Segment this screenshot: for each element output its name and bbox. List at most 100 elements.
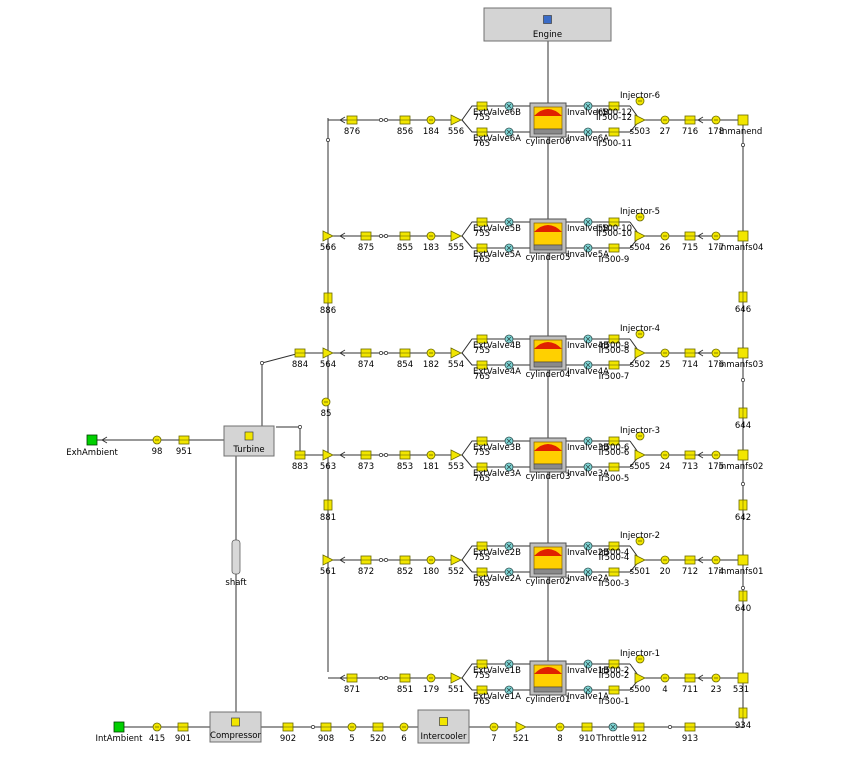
int-valve-b-5[interactable]	[583, 243, 593, 253]
int-pipe-640[interactable]	[738, 590, 748, 602]
exh-runner-a-4[interactable]	[476, 334, 488, 344]
int-split-s502[interactable]	[634, 347, 646, 359]
exh-valve-a-3[interactable]	[504, 436, 514, 446]
exh-runner-a-6[interactable]	[476, 101, 488, 111]
exh-runner-a-5[interactable]	[476, 217, 488, 227]
intake-6[interactable]	[399, 722, 409, 732]
exh-valve-a-2[interactable]	[504, 541, 514, 551]
int-pipe-713-3[interactable]	[684, 450, 696, 460]
exh-out-951[interactable]	[178, 435, 190, 445]
injector-4[interactable]	[635, 329, 645, 339]
int-valve-a-6[interactable]	[583, 101, 593, 111]
int-pipe-646[interactable]	[738, 291, 748, 303]
int-pipe-23-1[interactable]	[711, 673, 721, 683]
int-split-s504[interactable]	[634, 230, 646, 242]
exh-valve-a-5[interactable]	[504, 217, 514, 227]
int-valve-b-3[interactable]	[583, 462, 593, 472]
exh-pipe-564[interactable]	[322, 347, 334, 359]
injector-1[interactable]	[635, 654, 645, 664]
exh-pipe-180[interactable]	[426, 555, 436, 565]
int-valve-a-4[interactable]	[583, 334, 593, 344]
int-valve-b-4[interactable]	[583, 360, 593, 370]
intake-7[interactable]	[489, 722, 499, 732]
exh-runner-b-5[interactable]	[476, 243, 488, 253]
intake-521[interactable]	[515, 721, 527, 733]
exh-valve-b-3[interactable]	[504, 462, 514, 472]
manifold-inmanfs04[interactable]	[737, 230, 749, 242]
int-pipe-25-4[interactable]	[660, 348, 670, 358]
int-valve-a-5[interactable]	[583, 217, 593, 227]
intake-910[interactable]	[581, 722, 593, 732]
int-pipe-27-6[interactable]	[660, 115, 670, 125]
engine-block[interactable]	[483, 7, 612, 42]
int-pipe-714-4[interactable]	[684, 348, 696, 358]
exh-runner-a-2[interactable]	[476, 541, 488, 551]
int-runner-b-3[interactable]	[608, 462, 620, 472]
exh-pipe-556[interactable]	[450, 114, 462, 126]
exh-pipe-181[interactable]	[426, 450, 436, 460]
exh-runner-b-1[interactable]	[476, 685, 488, 695]
exh-pipe-871[interactable]	[346, 673, 358, 683]
intake-901[interactable]	[177, 722, 189, 732]
exh-pipe-855[interactable]	[399, 231, 411, 241]
exh-pipe-853[interactable]	[399, 450, 411, 460]
int-runner-b-5[interactable]	[608, 243, 620, 253]
manifold-inmanend[interactable]	[737, 114, 749, 126]
int-runner-b-1[interactable]	[608, 685, 620, 695]
int-pipe-712-2[interactable]	[684, 555, 696, 565]
exh-valve-a-1[interactable]	[504, 659, 514, 669]
cylinder-1[interactable]	[529, 660, 567, 696]
exh-pipe-856[interactable]	[399, 115, 411, 125]
exh-pipe-876[interactable]	[346, 115, 358, 125]
intake-throttle[interactable]	[608, 722, 618, 732]
exh-valve-a-4[interactable]	[504, 334, 514, 344]
exh-pipe-183[interactable]	[426, 231, 436, 241]
exh-out-98[interactable]	[152, 435, 162, 445]
exh-pipe-551[interactable]	[450, 672, 462, 684]
int-runner-b-6[interactable]	[608, 127, 620, 137]
exh-pipe-852[interactable]	[399, 555, 411, 565]
int-split-s500[interactable]	[634, 672, 646, 684]
int-pipe-644[interactable]	[738, 407, 748, 419]
intake-415[interactable]	[152, 722, 162, 732]
exh-pipe-874[interactable]	[360, 348, 372, 358]
intake-913[interactable]	[684, 722, 696, 732]
int-runner-a-3[interactable]	[608, 436, 620, 446]
exh-pipe-184[interactable]	[426, 115, 436, 125]
int-split-s505[interactable]	[634, 449, 646, 461]
exh-runner-a-1[interactable]	[476, 659, 488, 669]
exh-runner-b-6[interactable]	[476, 127, 488, 137]
int-ambient[interactable]	[113, 721, 125, 733]
manifold-531[interactable]	[737, 672, 749, 684]
manifold-inmanfs03[interactable]	[737, 347, 749, 359]
int-pipe-711-1[interactable]	[684, 673, 696, 683]
exh-runner-a-3[interactable]	[476, 436, 488, 446]
cylinder-2[interactable]	[529, 542, 567, 578]
exh-node-85[interactable]	[321, 397, 331, 407]
exh-pipe-554[interactable]	[450, 347, 462, 359]
exh-pipe-566[interactable]	[322, 230, 334, 242]
exh-pipe-873[interactable]	[360, 450, 372, 460]
shaft[interactable]	[231, 539, 241, 575]
int-pipe-4-1[interactable]	[660, 673, 670, 683]
int-valve-b-6[interactable]	[583, 127, 593, 137]
intake-912[interactable]	[633, 722, 645, 732]
exh-valve-b-6[interactable]	[504, 127, 514, 137]
exh-pipe-872[interactable]	[360, 555, 372, 565]
exh-collector-884[interactable]	[294, 348, 306, 358]
int-pipe-177-5[interactable]	[711, 231, 721, 241]
int-runner-a-2[interactable]	[608, 541, 620, 551]
exh-pipe-854[interactable]	[399, 348, 411, 358]
intake-520[interactable]	[372, 722, 384, 732]
exh-pipe-553[interactable]	[450, 449, 462, 461]
turbine-block[interactable]	[223, 425, 275, 457]
int-valve-a-2[interactable]	[583, 541, 593, 551]
intercooler-block[interactable]	[417, 709, 470, 744]
int-runner-b-4[interactable]	[608, 360, 620, 370]
int-valve-a-1[interactable]	[583, 659, 593, 669]
int-valve-b-1[interactable]	[583, 685, 593, 695]
exh-ambient[interactable]	[86, 434, 98, 446]
exh-valve-b-1[interactable]	[504, 685, 514, 695]
int-runner-b-2[interactable]	[608, 567, 620, 577]
exh-runner-b-4[interactable]	[476, 360, 488, 370]
